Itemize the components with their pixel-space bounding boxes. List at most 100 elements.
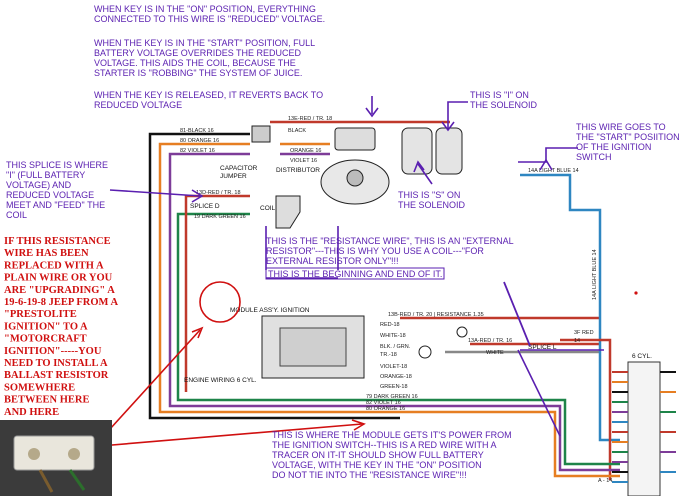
note-s-solenoid-line: THE SOLENOID (398, 200, 466, 210)
note-ballast-line: BALLAST RESISTOR (4, 370, 109, 381)
annotation-arrows (109, 96, 604, 437)
label-violet18: VIOLET-18 (380, 364, 407, 370)
capacitor: CAPACITOR JUMPER (220, 125, 271, 180)
label-vertical-blue: 14A LIGHT BLUE 14 (592, 249, 598, 300)
wire-violet-82 (168, 152, 400, 408)
label-14a: 14A LIGHT BLUE 14 (528, 168, 579, 174)
note-ballast-line: AND HERE (4, 407, 59, 418)
note-module-power-line: TRACER ON IT-IT SHOULD SHOW FULL BATTERY (272, 450, 484, 460)
wire-right-bundle-b (400, 404, 620, 472)
label-81: 81-BLACK 16 (180, 128, 214, 134)
note-start-switch-line: THE "START" POSIITION (576, 132, 680, 142)
label-tr18: TR.-18 (380, 352, 397, 358)
note-resistance-line: RESISTOR"---THIS IS WHY YOU USE A COIL--… (266, 246, 484, 256)
note-key-released-line: REDUCED VOLTAGE (94, 100, 182, 110)
note-ballast-line: 19-6-19-8 JEEP FROM A (4, 297, 118, 308)
note-key-start: WHEN THE KEY IS IN THE "START" POSITION,… (94, 38, 315, 78)
label-white18: WHITE-18 (380, 333, 406, 339)
note-resistance: THIS IS THE "RESISTANCE WIRE", THIS IS A… (266, 236, 514, 266)
module-label: MODULE ASS'Y. IGNITION (230, 307, 310, 314)
label-violet: VIOLET 16 (290, 158, 317, 164)
module-connector: SPLICE L (418, 326, 557, 359)
red-dot (634, 291, 638, 295)
capacitor-label: CAPACITOR (220, 165, 258, 172)
solenoid (401, 127, 463, 175)
note-splice-line: THIS SPLICE IS WHERE (6, 160, 108, 170)
six-cyl-label: 6 CYL. (632, 353, 652, 360)
note-beginning-end: THIS IS THE BEGINNING AND END OF IT. (268, 269, 442, 279)
note-resistance-line: THIS IS THE "RESISTANCE WIRE", THIS IS A… (266, 236, 514, 246)
note-ballast-line: PLAIN WIRE OR YOU (4, 273, 113, 284)
red-markers (99, 281, 366, 447)
note-start-switch-line: THIS WIRE GOES TO (576, 122, 666, 132)
label-13b: 13B-RED / TR. 20 | RESISTANCE 1.35 (388, 312, 484, 318)
label-13d: 13D-RED / TR. 18 (196, 190, 241, 196)
note-ballast-line: NEED TO INSTALL A (4, 358, 108, 369)
label-green18: GREEN-18 (380, 384, 408, 390)
wiring-harness (148, 120, 620, 480)
note-ballast-line: WIRE HAS BEEN (4, 248, 89, 259)
note-splice-line: REDUCED VOLTAGE (6, 190, 94, 200)
six-cyl-connector: 6 CYL. (612, 353, 676, 496)
label-orange: ORANGE 16 (290, 148, 321, 154)
splice-l-label: SPLICE L (528, 344, 557, 351)
note-ballast-line: BETWEEN HERE (4, 395, 89, 406)
ignition-module: MODULE ASS'Y. IGNITION ENGINE WIRING 6 C… (184, 307, 365, 384)
engine-wiring-label: ENGINE WIRING 6 CYL. (184, 377, 257, 384)
label-80-top: 80 ORANGE 16 (180, 138, 219, 144)
wire-labels: 13E-RED / TR. 18 BLACK 81-BLACK 16 80 OR… (180, 116, 612, 484)
note-splice-line: MEET AND "FEED" THE (6, 200, 105, 210)
label-blk-grn: BLK. / GRN. (380, 344, 411, 350)
label-black: BLACK (288, 128, 306, 134)
wire-green-19 (176, 212, 400, 402)
wire-orange-80 (158, 142, 400, 414)
label-13a: 13A-RED / TR. 16 (468, 338, 512, 344)
distributor-label: DISTRIBUTOR (276, 167, 320, 174)
label-79: 79 DARK GREEN 16 (366, 394, 418, 400)
note-module-power-line: DO NOT TIE INTO THE "RESISTANCE WIRE"!!! (272, 470, 467, 480)
coil: COIL SPLICE D (190, 195, 301, 229)
wire-right-bundle-c (400, 410, 620, 478)
note-ballast-line: REPLACED WITH A (4, 260, 104, 271)
label-white: WHITE (486, 350, 504, 356)
note-key-released-line: WHEN THE KEY IS RELEASED, IT REVERTS BAC… (94, 90, 323, 100)
note-key-on-line: WHEN KEY IS IN THE "ON" POSITION, EVERYT… (94, 4, 316, 14)
note-start-switch-line: SWITCH (576, 152, 612, 162)
note-key-start-line: STARTER IS "ROBBING" THE SYSTEM OF JUICE… (94, 68, 302, 78)
note-s-solenoid-line: THIS IS "S" ON (398, 190, 460, 200)
label-3f: 3F RED (574, 330, 594, 336)
note-module-power-line: THE IGNITION SWITCH--THIS IS A RED WIRE … (272, 440, 497, 450)
label-14: 14 (574, 338, 580, 344)
wire-black-81 (148, 132, 400, 420)
note-key-on: WHEN KEY IS IN THE "ON" POSITION, EVERYT… (94, 4, 325, 24)
label-80b: 80 ORANGE 16 (366, 406, 405, 412)
note-module-power: THIS IS WHERE THE MODULE GETS IT'S POWER… (272, 430, 512, 480)
note-start-switch-line: OF THE IGNITION (576, 142, 651, 152)
note-ballast-line: "MOTORCRAFT (4, 334, 87, 345)
note-ballast-line: ARE "UPGRADING" A (4, 285, 115, 296)
label-19: 19 DARK GREEN 16 (194, 214, 246, 220)
label-red18: RED-18 (380, 322, 400, 328)
label-13e: 13E-RED / TR. 18 (288, 116, 332, 122)
wire-red-13d (184, 194, 250, 392)
note-key-start-line: BATTERY VOLTAGE OVERRIDES THE REDUCED (94, 48, 302, 58)
note-splice-line: VOLTAGE) AND (6, 180, 72, 190)
note-splice-line: "I" (FULL BATTERY (6, 170, 85, 180)
note-ballast-line: "PRESTOLITE (4, 309, 77, 320)
note-key-released: WHEN THE KEY IS RELEASED, IT REVERTS BAC… (94, 90, 323, 110)
note-key-start-line: WHEN THE KEY IS IN THE "START" POSITION,… (94, 38, 315, 48)
note-module-power-line: THIS IS WHERE THE MODULE GETS IT'S POWER… (272, 430, 512, 440)
beginning-end-box (265, 267, 445, 280)
note-resistance-line: EXTERNAL RESISTOR ONLY"!!! (266, 256, 399, 266)
note-key-on-line: CONNECTED TO THIS WIRE IS "REDUCED" VOLT… (94, 14, 325, 24)
note-splice-line: COIL (6, 210, 27, 220)
note-ballast-line: IF THIS RESISTANCE (4, 236, 111, 247)
annotation-text-layer: WHEN KEY IS IN THE "ON" POSITION, EVERYT… (4, 4, 680, 480)
note-ballast-line: IGNITION" TO A (4, 321, 88, 332)
